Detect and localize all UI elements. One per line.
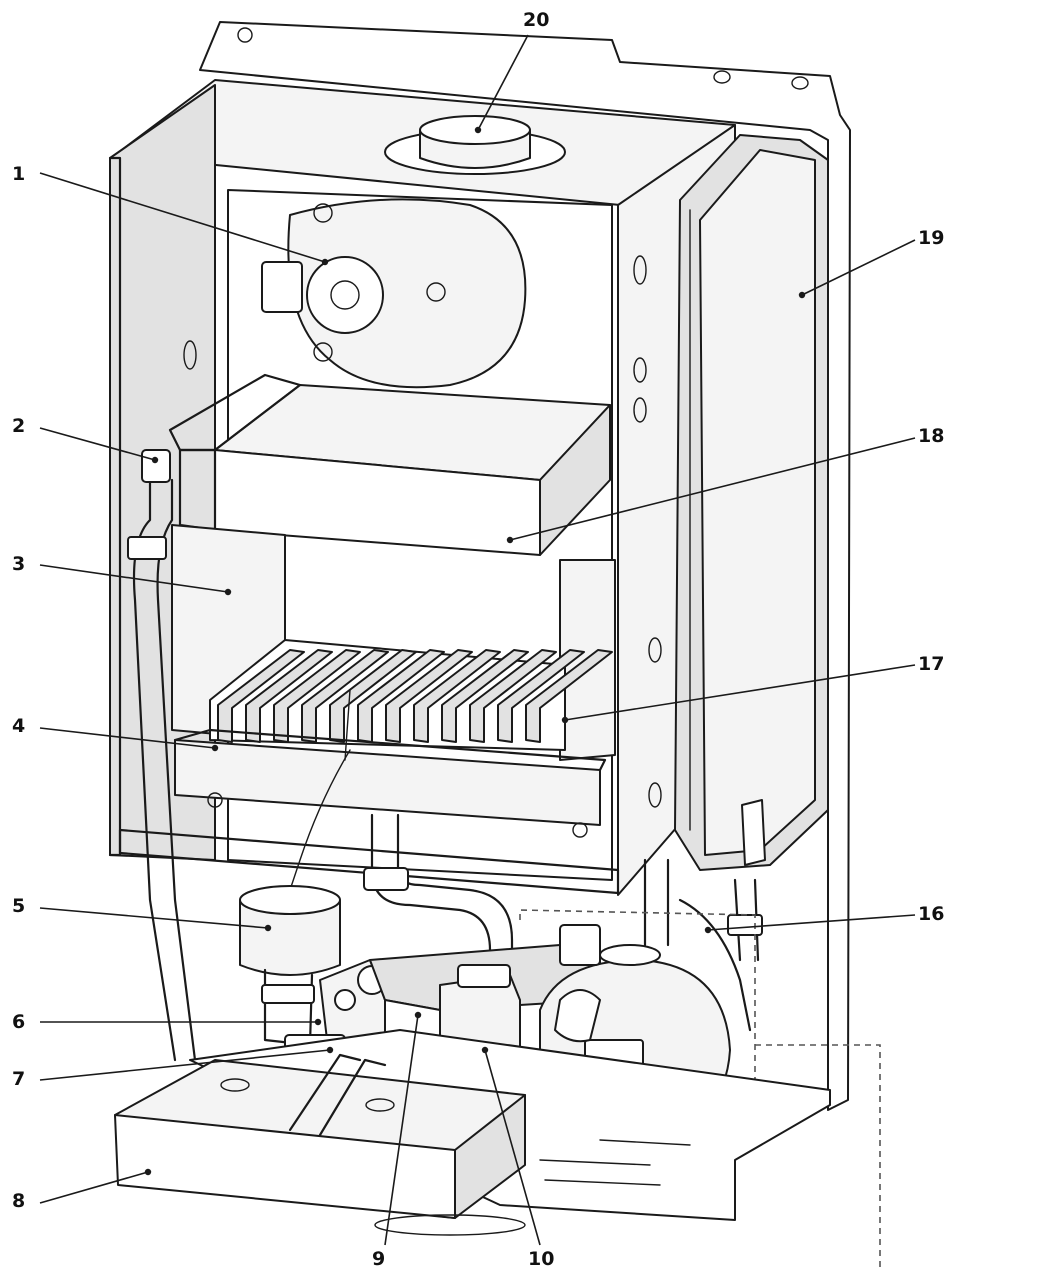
leader-dot-9 [414, 1011, 422, 1019]
burner-bar [469, 649, 557, 743]
installation-outline [519, 909, 881, 1270]
burner-manifold [173, 689, 607, 891]
fan-assembly [261, 198, 527, 389]
burner-bar [497, 649, 585, 743]
leader-lines [39, 34, 916, 1246]
leader-dot-6 [314, 1018, 322, 1026]
burner-bar [329, 649, 417, 743]
heat-exchanger [168, 373, 611, 556]
leader-line-1 [39, 172, 326, 263]
leader-dot-20 [474, 126, 482, 134]
leader-dot-5 [264, 924, 272, 932]
leader-line-4 [39, 727, 216, 749]
burner-bar [413, 649, 501, 743]
burner-bar [441, 649, 529, 743]
leader-dot-8 [144, 1168, 152, 1176]
callout-10: 10 [528, 1248, 554, 1270]
expansion-vessel [674, 134, 829, 871]
leader-dot-19 [798, 291, 806, 299]
leader-line-9 [384, 1014, 419, 1246]
air-vent-pipe [127, 449, 197, 1062]
leader-line-18 [509, 437, 916, 541]
leader-dot-16 [704, 926, 712, 934]
callout-9: 9 [372, 1248, 385, 1270]
burner-bar [217, 649, 305, 743]
callout-19: 19 [918, 227, 944, 249]
burner-bar [385, 649, 473, 743]
callout-18: 18 [918, 425, 944, 447]
leader-dot-4 [211, 744, 219, 752]
callout-3: 3 [12, 553, 25, 575]
leader-line-8 [39, 1171, 149, 1204]
gas-valve-cap [239, 885, 341, 1047]
callout-5: 5 [12, 895, 25, 917]
leader-line-5 [39, 907, 269, 929]
flue-outlet [384, 115, 566, 175]
callout-4: 4 [12, 715, 25, 737]
callout-2: 2 [12, 415, 25, 437]
callout-8: 8 [12, 1190, 25, 1212]
burner [209, 639, 613, 751]
callout-labels: 1 2 3 4 5 6 7 8 9 10 16 17 18 19 20 [12, 9, 944, 1270]
callout-1: 1 [12, 163, 25, 185]
burner-bar [525, 649, 613, 743]
lower-pipework [363, 813, 763, 1032]
callout-20: 20 [523, 9, 549, 31]
leader-dot-17 [561, 716, 569, 724]
leader-line-17 [564, 664, 916, 721]
leader-dot-7 [326, 1046, 334, 1054]
leader-line-19 [801, 239, 916, 296]
burner-bar [273, 649, 361, 743]
leader-dot-10 [481, 1046, 489, 1054]
leader-dot-2 [151, 456, 159, 464]
leader-line-2 [39, 427, 156, 461]
mounting-frame [199, 21, 851, 1111]
burner-bar [301, 649, 389, 743]
callout-6: 6 [12, 1011, 25, 1033]
leader-dot-3 [224, 588, 232, 596]
callout-16: 16 [918, 903, 944, 925]
leader-line-16 [707, 914, 916, 931]
leader-dot-1 [321, 258, 329, 266]
callout-17: 17 [918, 653, 944, 675]
leader-line-7 [39, 1049, 331, 1081]
leader-line-20 [477, 34, 529, 131]
control-box [114, 1053, 526, 1236]
leader-line-10 [484, 1049, 541, 1246]
leader-dot-18 [506, 536, 514, 544]
callout-7: 7 [12, 1068, 25, 1090]
leader-line-3 [39, 564, 229, 593]
